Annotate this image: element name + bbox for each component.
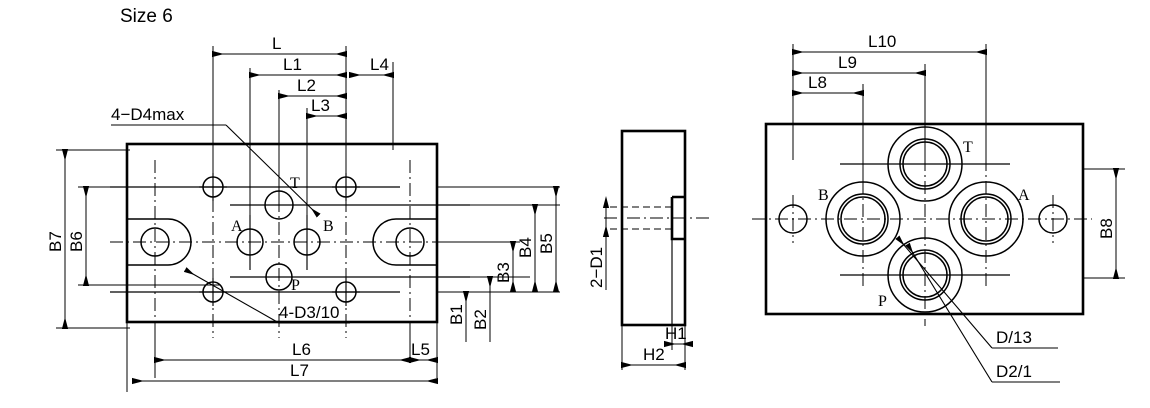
port-label-p: P bbox=[291, 277, 300, 294]
bottom-port-label-b: B bbox=[818, 187, 829, 204]
bottom-view-centerlines bbox=[752, 112, 1092, 326]
dim-label-L2: L2 bbox=[297, 76, 316, 95]
top-view-horizontal-dimensions: L L1 L2 L3 L4 bbox=[212, 34, 394, 240]
side-view-dim-h1: H1 bbox=[664, 324, 693, 350]
dim-label-B4: B4 bbox=[516, 237, 535, 258]
dim-label-B3: B3 bbox=[494, 262, 513, 283]
port-label-b: B bbox=[323, 218, 334, 235]
callout-d-13-label: D/13 bbox=[996, 328, 1032, 347]
bottom-port-label-p: P bbox=[878, 293, 887, 310]
callout-d3-10: 4-D3/10 bbox=[183, 267, 350, 324]
dim-label-L3: L3 bbox=[311, 96, 330, 115]
dim-label-L4: L4 bbox=[370, 55, 389, 74]
dim-label-L: L bbox=[272, 34, 281, 53]
top-view-body-outline bbox=[125, 142, 439, 324]
side-view-dim-2d1: 2−D1 bbox=[587, 196, 610, 290]
port-label-t: T bbox=[290, 175, 300, 192]
dim-label-B7: B7 bbox=[46, 231, 65, 252]
dim-label-B6: B6 bbox=[67, 231, 86, 252]
callout-d2-1: D2/1 bbox=[905, 242, 1060, 383]
dim-label-L1: L1 bbox=[283, 55, 302, 74]
dim-label-L7: L7 bbox=[290, 361, 309, 380]
bottom-port-label-t: T bbox=[963, 139, 973, 156]
top-view-left-dimensions: B7 B6 bbox=[46, 149, 220, 329]
page-title: Size 6 bbox=[120, 6, 173, 27]
callout-d4max: 4−D4max bbox=[111, 105, 321, 218]
side-view-body-outline bbox=[620, 129, 687, 327]
top-view: T A B P 4−D4max 4-D3/10 L bbox=[46, 34, 560, 392]
callout-d2-1-label: D2/1 bbox=[996, 362, 1032, 381]
dim-label-L5: L5 bbox=[411, 340, 430, 359]
bottom-view-horizontal-dimensions: L10 L9 L8 bbox=[792, 32, 987, 190]
bottom-view: T B A P D/13 D2/1 L10 L9 bbox=[752, 32, 1125, 383]
dim-label-L9: L9 bbox=[838, 53, 857, 72]
side-view: 2−D1 H1 H2 bbox=[587, 129, 712, 370]
dim-label-B8: B8 bbox=[1097, 218, 1116, 239]
dim-label-L10: L10 bbox=[868, 32, 896, 51]
bottom-port-label-a: A bbox=[1018, 187, 1030, 204]
top-view-right-dimensions: B1 B2 B3 B4 B5 bbox=[437, 186, 560, 342]
dim-label-B2: B2 bbox=[471, 309, 490, 330]
callout-d-13: D/13 bbox=[895, 235, 1058, 349]
port-label-a: A bbox=[231, 218, 243, 235]
dim-label-B1: B1 bbox=[447, 304, 466, 325]
dim-label-H1: H1 bbox=[665, 324, 687, 343]
dim-label-2D1: 2−D1 bbox=[587, 247, 606, 288]
dim-label-L6: L6 bbox=[292, 340, 311, 359]
bottom-view-right-dimension: B8 bbox=[1083, 168, 1125, 279]
dim-label-B5: B5 bbox=[537, 233, 556, 254]
dim-label-L8: L8 bbox=[808, 73, 827, 92]
callout-d4max-label: 4−D4max bbox=[111, 105, 185, 124]
top-view-bottom-dimensions: L6 L5 L7 bbox=[126, 322, 438, 392]
callout-d3-10-label: 4-D3/10 bbox=[279, 303, 339, 322]
side-view-dim-h2: H2 bbox=[621, 325, 686, 370]
dim-label-H2: H2 bbox=[643, 345, 665, 364]
